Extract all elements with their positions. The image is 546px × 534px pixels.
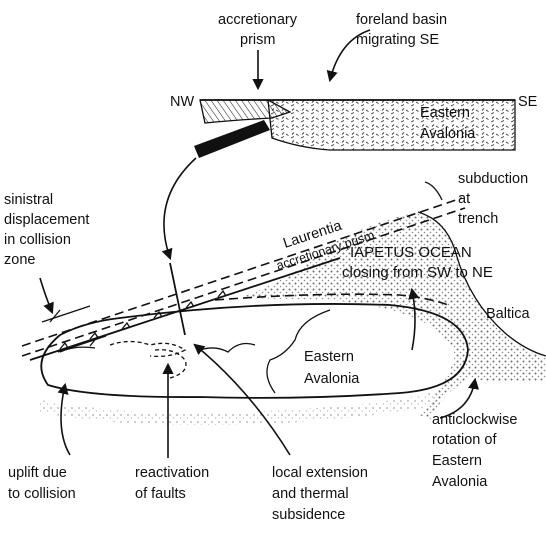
label-foreland-1: foreland basin bbox=[356, 12, 447, 28]
sinistral-arrow bbox=[40, 278, 52, 312]
label-sinistral-2: displacement bbox=[4, 212, 89, 228]
map-view bbox=[22, 198, 546, 425]
label-extension-2: and thermal bbox=[272, 486, 349, 502]
eastern-avalonia-section-block bbox=[268, 100, 515, 150]
label-reactivation-1: reactivation bbox=[135, 465, 209, 481]
margin-fault bbox=[170, 263, 185, 335]
label-rotation-4: Avalonia bbox=[432, 474, 488, 490]
shelf-stipple bbox=[40, 390, 440, 425]
uplift-arrow bbox=[61, 385, 70, 455]
terrane-boundary-2 bbox=[200, 344, 255, 352]
label-eastern-avalonia-map-2: Avalonia bbox=[304, 371, 360, 387]
label-sinistral-3: in collision bbox=[4, 232, 71, 248]
subducting-slab bbox=[194, 120, 270, 158]
label-uplift-1: uplift due bbox=[8, 465, 67, 481]
label-baltica: Baltica bbox=[486, 306, 530, 322]
label-eastern-avalonia-section-1: Eastern bbox=[420, 105, 470, 121]
label-extension-1: local extension bbox=[272, 465, 368, 481]
label-rotation-2: rotation of bbox=[432, 432, 497, 448]
subduction-line bbox=[30, 258, 340, 360]
label-eastern-avalonia-map-1: Eastern bbox=[304, 349, 354, 365]
label-sinistral-4: zone bbox=[4, 252, 35, 268]
label-subduction-1: subduction bbox=[458, 171, 528, 187]
label-iapetus-1: IAPETUS OCEAN bbox=[350, 244, 472, 261]
label-nw: NW bbox=[170, 94, 194, 110]
label-rotation-3: Eastern bbox=[432, 453, 482, 469]
subduction-leader bbox=[425, 182, 442, 200]
label-subduction-2: at bbox=[458, 191, 470, 207]
extension-arrow bbox=[195, 345, 290, 455]
fault-dashed-2 bbox=[155, 350, 186, 378]
label-uplift-2: to collision bbox=[8, 486, 76, 502]
label-accretionary-prism-2: prism bbox=[240, 32, 275, 48]
label-rotation-1: anticlockwise bbox=[432, 412, 517, 428]
label-iapetus-2: closing from SW to NE bbox=[342, 264, 493, 281]
label-accretionary-prism-1: accretionary bbox=[218, 12, 298, 28]
section-to-map-arrow bbox=[164, 158, 196, 258]
label-extension-3: subsidence bbox=[272, 507, 345, 523]
label-eastern-avalonia-section-2: Avalonia bbox=[420, 126, 476, 142]
fault-dashed-1 bbox=[110, 342, 185, 357]
subduction-teeth bbox=[60, 291, 226, 349]
label-subduction-3: trench bbox=[458, 211, 498, 227]
labels: accretionary prism foreland basin migrat… bbox=[4, 12, 538, 523]
label-foreland-2: migrating SE bbox=[356, 32, 439, 48]
label-se: SE bbox=[518, 94, 538, 110]
sinistral-half-arrow-top bbox=[42, 306, 90, 322]
label-sinistral-1: sinistral bbox=[4, 192, 53, 208]
label-reactivation-2: of faults bbox=[135, 486, 186, 502]
